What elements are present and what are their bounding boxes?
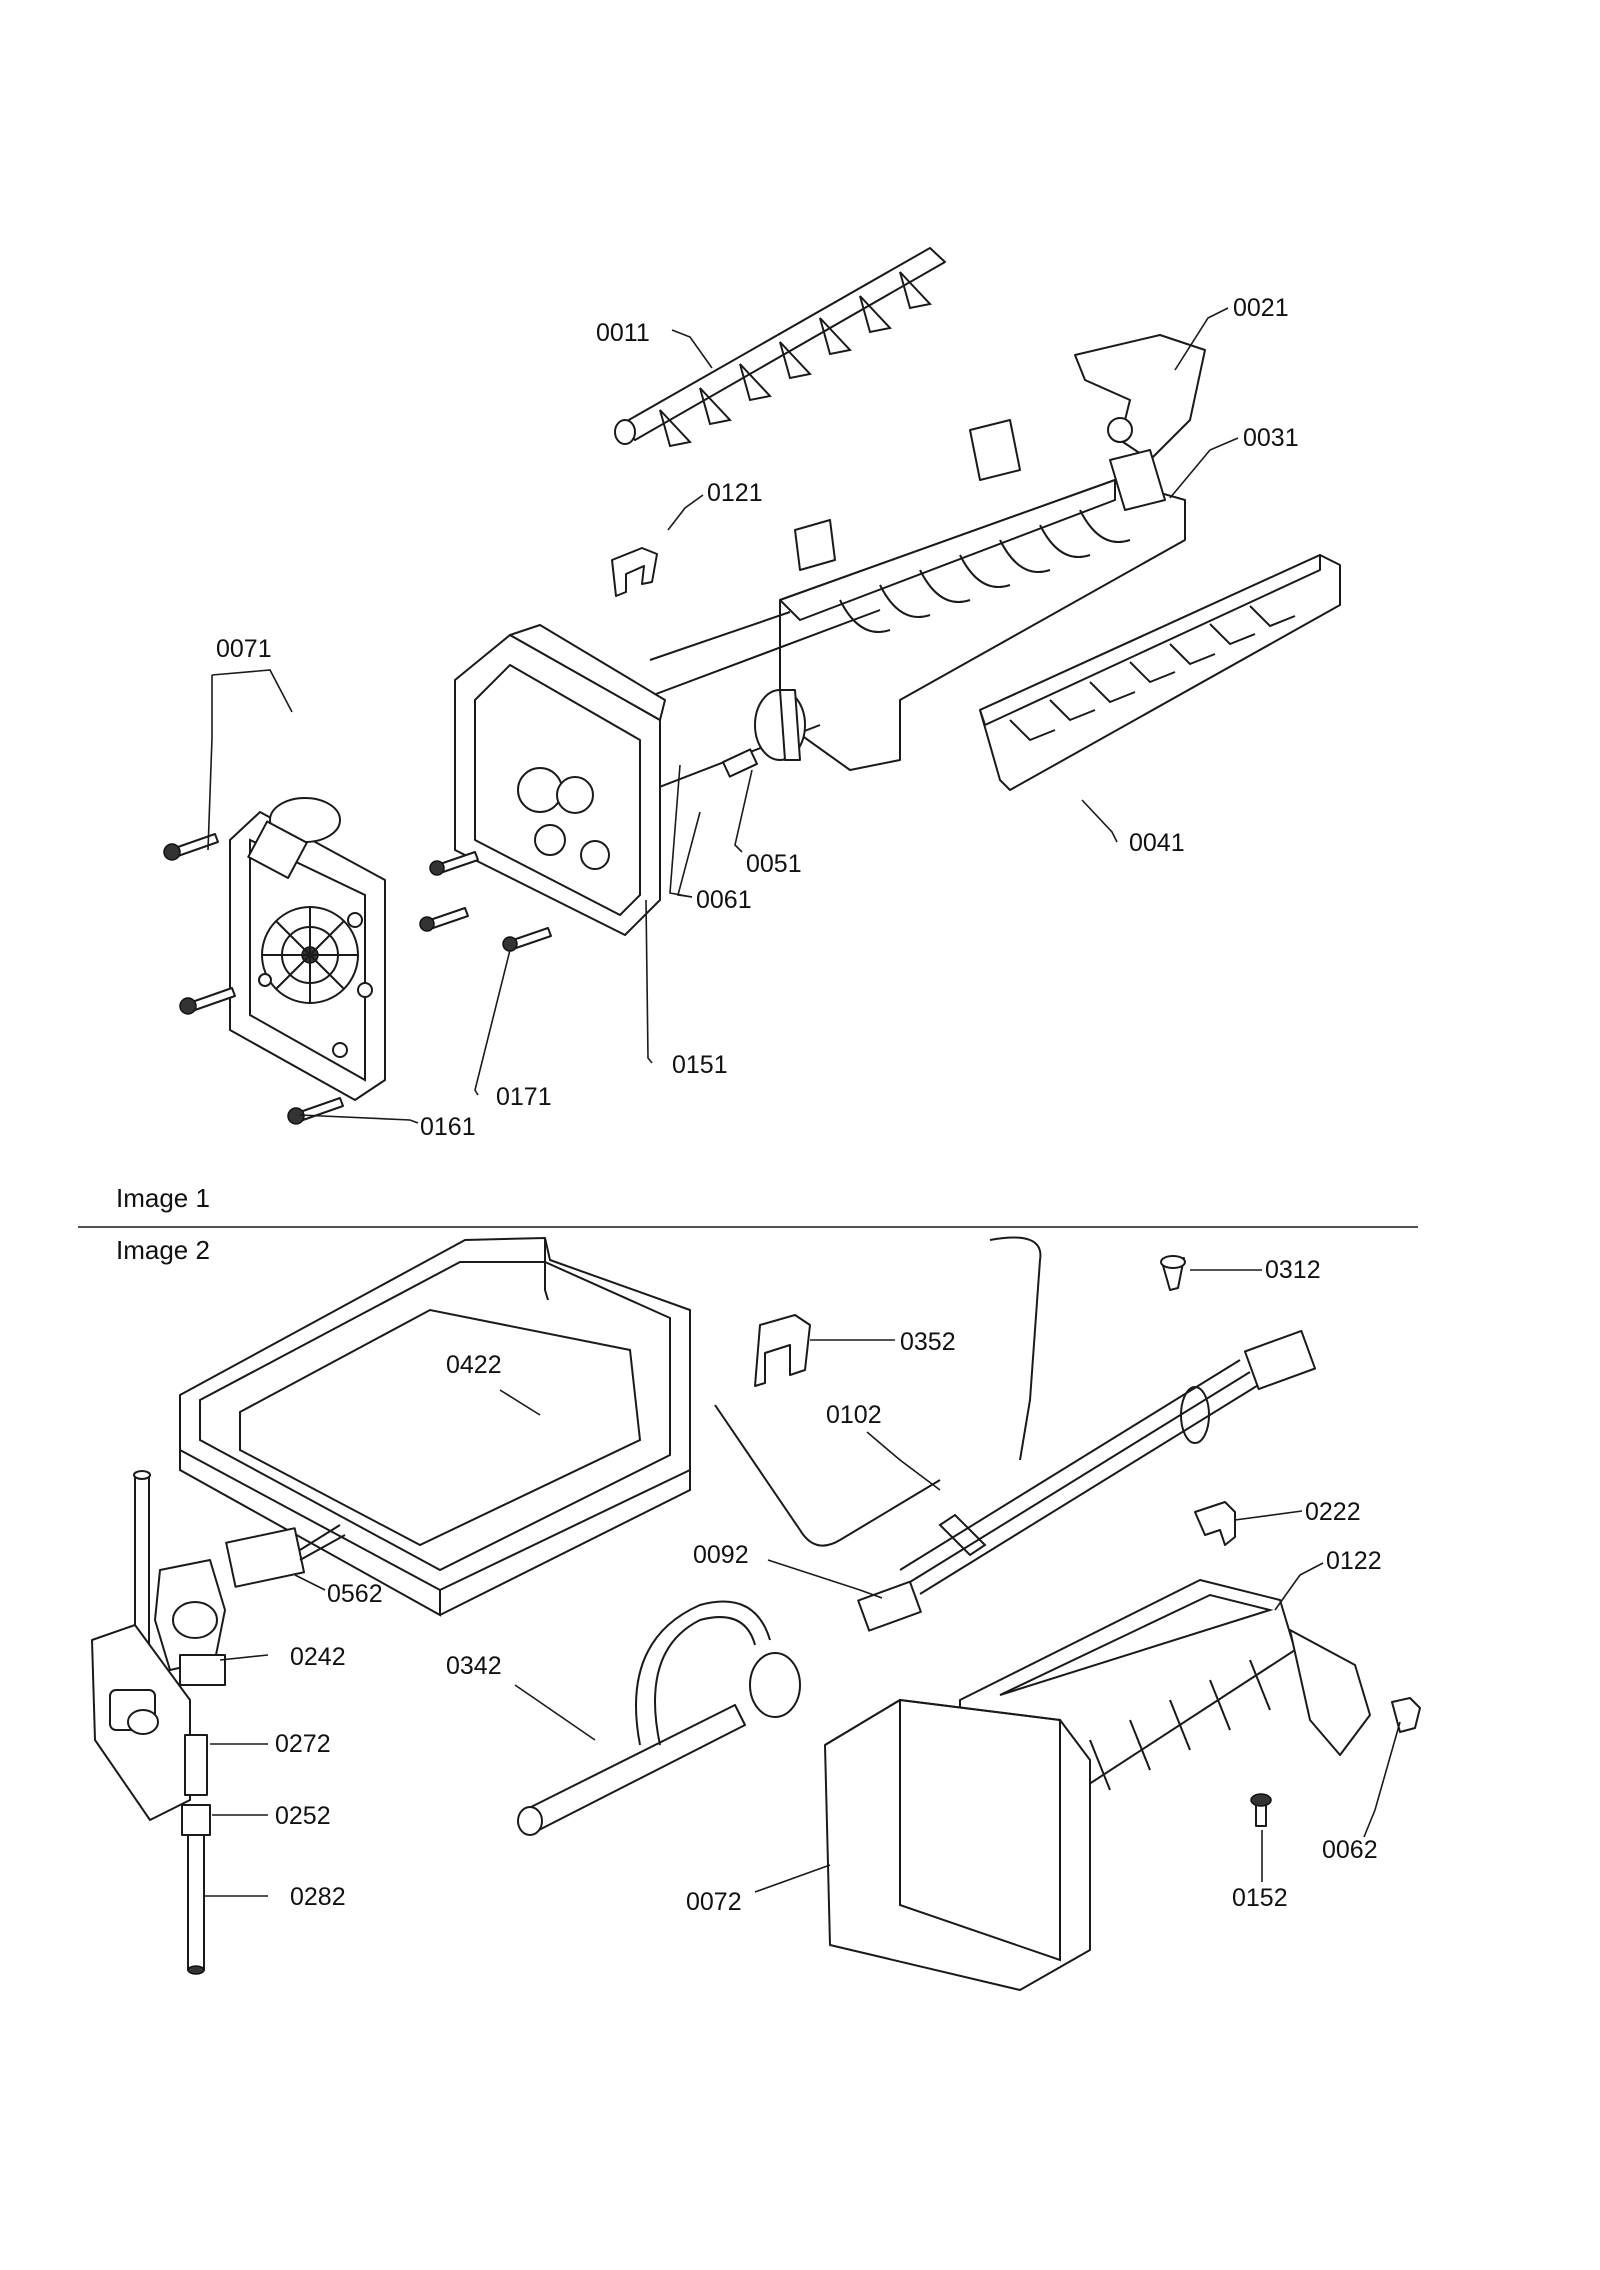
callout-0342: 0342 (446, 1652, 502, 1680)
ice-bin-part (179, 1237, 691, 1617)
stripper-part (979, 554, 1341, 791)
callout-0562: 0562 (327, 1580, 383, 1608)
ice-maker-cover-part (824, 1698, 1091, 1991)
callout-0312: 0312 (1265, 1256, 1321, 1284)
callout-0062: 0062 (1322, 1836, 1378, 1864)
callout-0352: 0352 (900, 1328, 956, 1356)
fill-tube-part (517, 1600, 801, 1836)
callout-0152: 0152 (1232, 1884, 1288, 1912)
callout-0422: 0422 (446, 1351, 502, 1379)
wire-clip-part (1194, 1501, 1236, 1546)
ejector-shaft-part (614, 247, 946, 448)
callout-0071: 0071 (216, 635, 272, 663)
callout-0252: 0252 (275, 1802, 331, 1830)
callout-0072: 0072 (686, 1888, 742, 1916)
callout-0061: 0061 (696, 886, 752, 914)
motor-assembly-part (229, 797, 386, 1101)
clip-part (611, 547, 658, 597)
callout-0051: 0051 (746, 850, 802, 878)
mounting-screw-part (1250, 1793, 1272, 1827)
image-1-group: 0011 0021 0031 0121 0071 0041 0051 0061 … (163, 247, 1341, 1141)
callout-0151: 0151 (672, 1051, 728, 1079)
callout-0011: 0011 (596, 319, 650, 347)
callout-0121: 0121 (707, 479, 763, 507)
wire-harness-part (714, 1236, 1317, 1632)
harness-clip-part (754, 1314, 811, 1387)
callout-0031: 0031 (1243, 424, 1299, 452)
callout-0272: 0272 (275, 1730, 331, 1758)
retainer-screw-part (1160, 1255, 1186, 1291)
callout-0161: 0161 (420, 1113, 476, 1141)
callout-0171: 0171 (496, 1083, 552, 1111)
plug-part (1391, 1697, 1421, 1733)
image-2-group: 0312 0352 0422 0102 0222 0122 0092 0562 … (91, 1236, 1421, 1991)
mold-part (779, 419, 1186, 771)
callout-0222: 0222 (1305, 1498, 1361, 1526)
callout-0041: 0041 (1129, 829, 1185, 857)
water-valve-part (91, 1470, 346, 1975)
callout-0102: 0102 (826, 1401, 882, 1429)
housing-part (454, 624, 666, 936)
callout-0282: 0282 (290, 1883, 346, 1911)
screw-set (163, 833, 552, 1125)
thermostat-part (722, 689, 806, 778)
section-label-image-1: Image 1 (116, 1183, 210, 1213)
section-label-image-2: Image 2 (116, 1235, 210, 1265)
callout-0122: 0122 (1326, 1547, 1382, 1575)
leader-lines-image-2 (205, 1269, 1401, 1897)
callout-0092: 0092 (693, 1541, 749, 1569)
leader-lines-image-1 (207, 307, 1239, 1124)
callout-0021: 0021 (1233, 294, 1289, 322)
callout-0242: 0242 (290, 1643, 346, 1671)
